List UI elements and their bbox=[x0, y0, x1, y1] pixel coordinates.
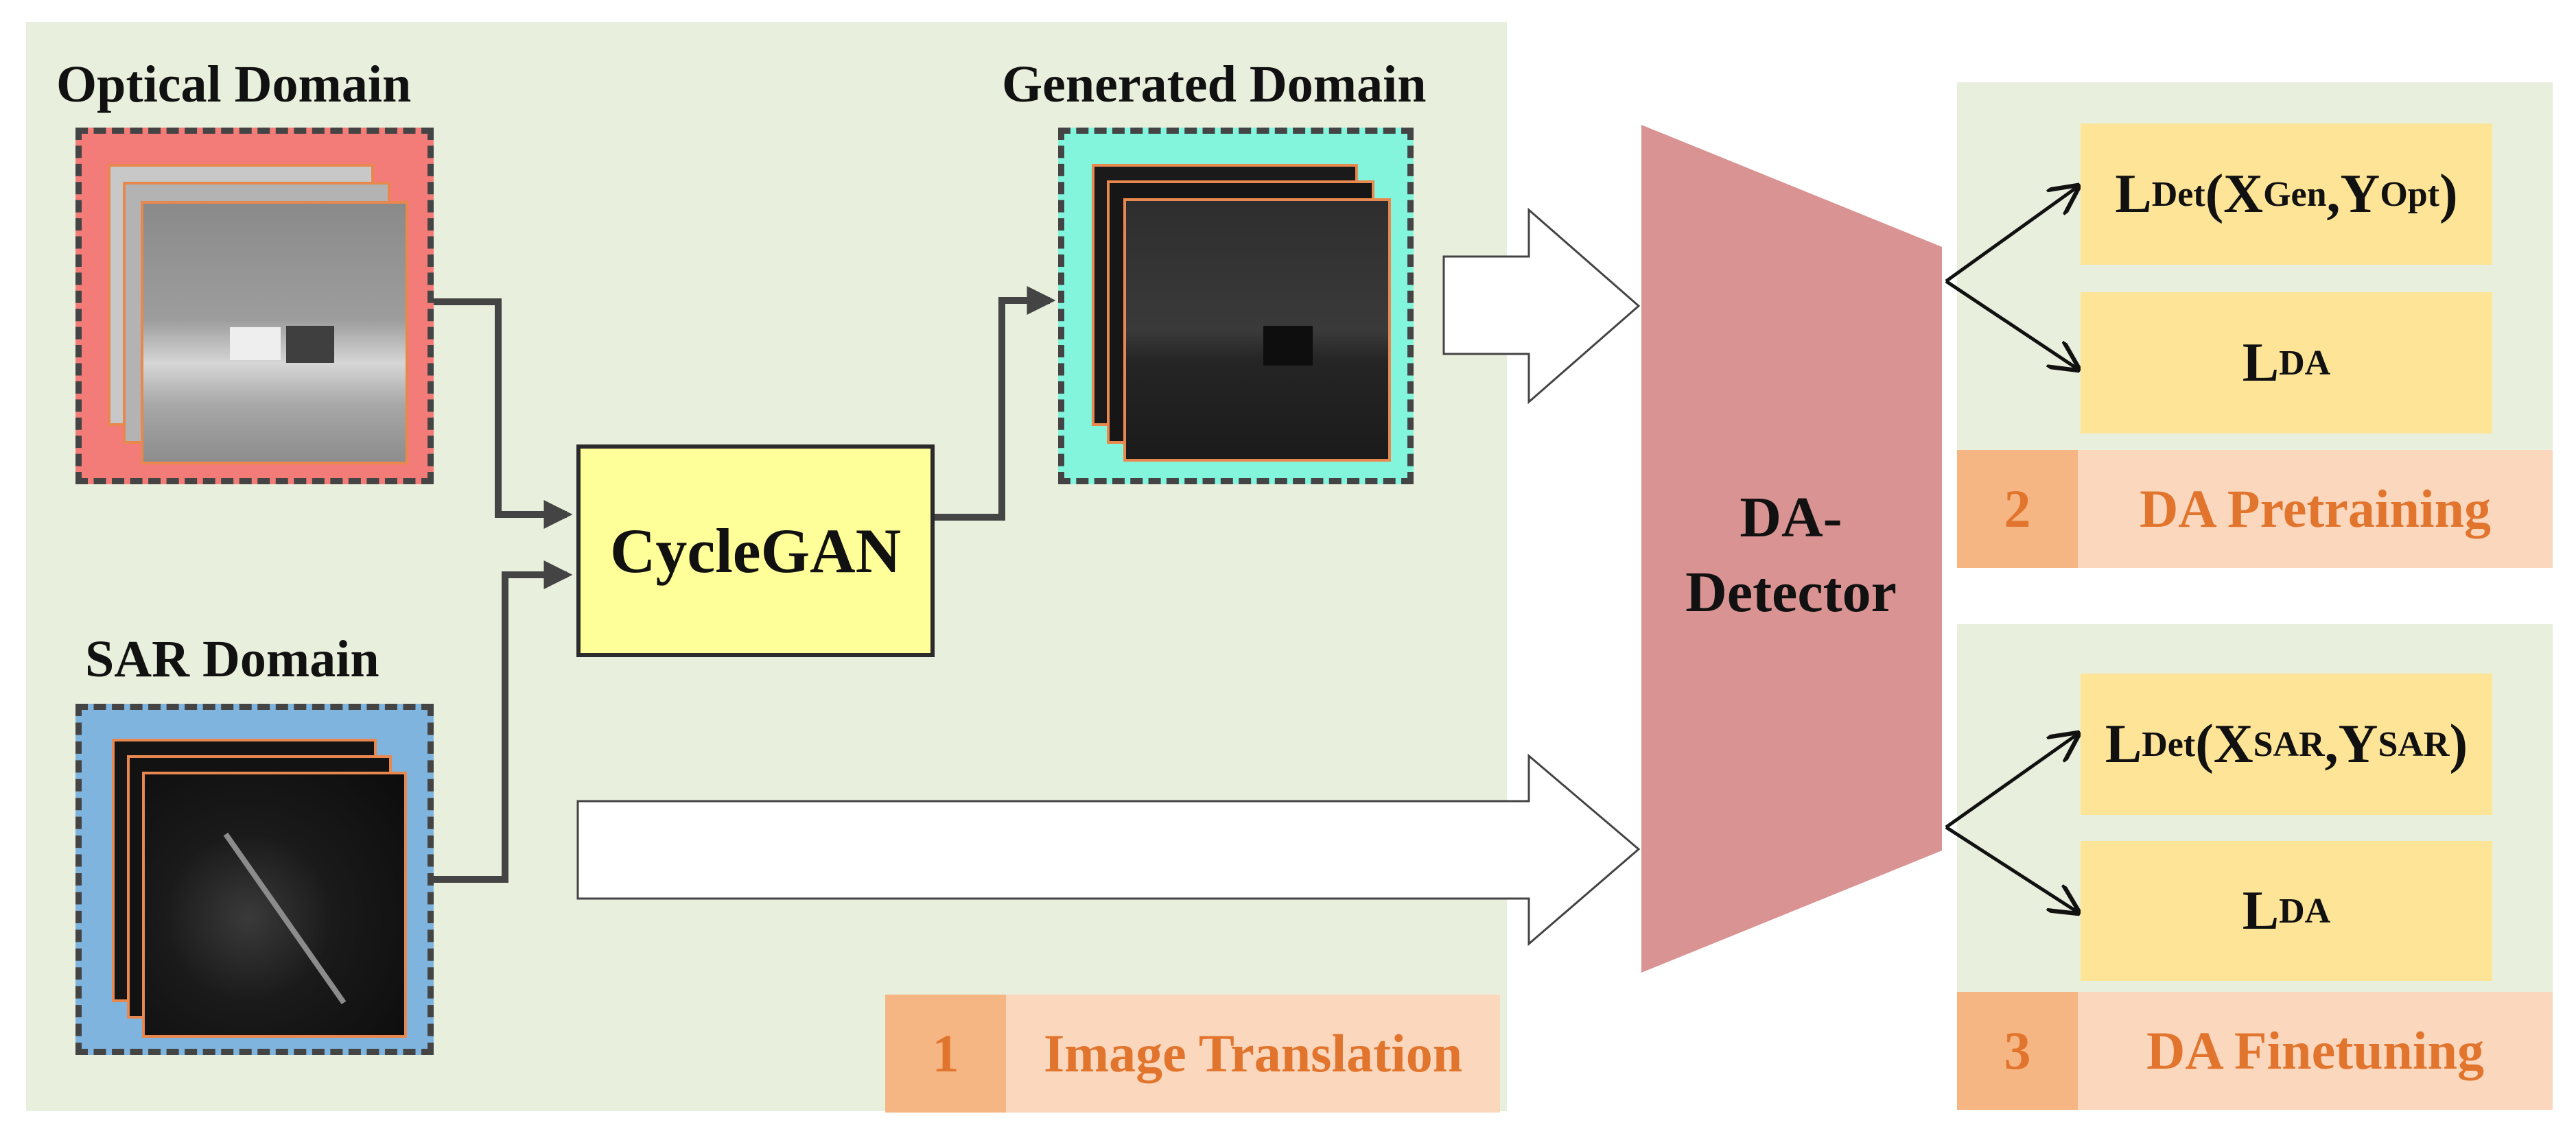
loss-y-subscript: SAR bbox=[2378, 724, 2450, 764]
stage-title: Image Translation bbox=[1006, 995, 1500, 1113]
cyclegan-to-generated-connector bbox=[935, 286, 1056, 521]
loss-close-paren: ) bbox=[2439, 163, 2458, 224]
generated-image-tile-front bbox=[1123, 198, 1391, 462]
sar-domain-box bbox=[75, 704, 434, 1055]
da-detector-line2: Detector bbox=[1685, 560, 1897, 625]
hangar-shadow bbox=[286, 326, 334, 363]
loss-y-symbol: ,Y bbox=[2326, 163, 2380, 224]
da-detector-shape bbox=[1641, 125, 1942, 973]
sar-image-tile-front bbox=[142, 772, 407, 1038]
generated-domain-label: Generated Domain bbox=[1002, 56, 1427, 113]
sar-domain-label: SAR Domain bbox=[85, 630, 379, 688]
loss-subscript: DA bbox=[2279, 343, 2331, 383]
stage-da-finetuning: 3 DA Finetuning bbox=[1957, 992, 2553, 1110]
optical-image-tile-front bbox=[141, 201, 408, 464]
loss-symbol: L bbox=[2242, 880, 2280, 941]
pretraining-branch-lower bbox=[1945, 279, 2078, 369]
generated-dark-block bbox=[1263, 326, 1313, 366]
stage-number: 1 bbox=[885, 995, 1006, 1113]
stage-da-pretraining: 2 DA Pretraining bbox=[1957, 450, 2553, 568]
loss-x-subscript: Gen bbox=[2263, 174, 2327, 214]
loss-close-paren: ) bbox=[2449, 713, 2468, 774]
loss-y-subscript: Opt bbox=[2380, 174, 2439, 214]
sar-to-detector-arrow bbox=[576, 753, 1641, 947]
hangar-shape bbox=[230, 327, 281, 360]
loss-subscript: DA bbox=[2279, 891, 2331, 931]
stage-title: DA Pretraining bbox=[2078, 450, 2553, 568]
pretraining-branch-upper bbox=[1945, 187, 2078, 283]
sar-to-cyclegan-connector bbox=[434, 560, 573, 883]
loss-symbol: L bbox=[2105, 713, 2142, 774]
loss-symbol: L bbox=[2115, 163, 2152, 224]
optical-domain-box bbox=[75, 128, 434, 484]
loss-x-subscript: SAR bbox=[2253, 724, 2325, 764]
stage-number: 3 bbox=[1957, 992, 2078, 1110]
loss-subscript: Det bbox=[2151, 174, 2205, 214]
finetuning-branch-lower bbox=[1945, 825, 2078, 912]
stage-title: DA Finetuning bbox=[2078, 992, 2553, 1110]
loss-x-symbol: (X bbox=[2195, 713, 2253, 774]
generated-to-detector-arrow bbox=[1442, 207, 1641, 405]
da-detector-line1: DA- bbox=[1740, 486, 1842, 549]
loss-y-symbol: ,Y bbox=[2324, 713, 2378, 774]
loss-subscript: Det bbox=[2142, 724, 2196, 764]
optical-domain-label: Optical Domain bbox=[56, 56, 412, 113]
finetuning-branch-upper bbox=[1945, 734, 2078, 829]
loss-symbol: L bbox=[2242, 332, 2280, 393]
da-detector-label: DA- Detector bbox=[1647, 480, 1935, 630]
optical-to-cyclegan-connector bbox=[434, 298, 573, 529]
generated-domain-box bbox=[1058, 128, 1414, 484]
cyclegan-box: CycleGAN bbox=[576, 444, 935, 657]
stage-image-translation: 1 Image Translation bbox=[885, 995, 1500, 1113]
stage-number: 2 bbox=[1957, 450, 2078, 568]
loss-x-symbol: (X bbox=[2205, 163, 2264, 224]
